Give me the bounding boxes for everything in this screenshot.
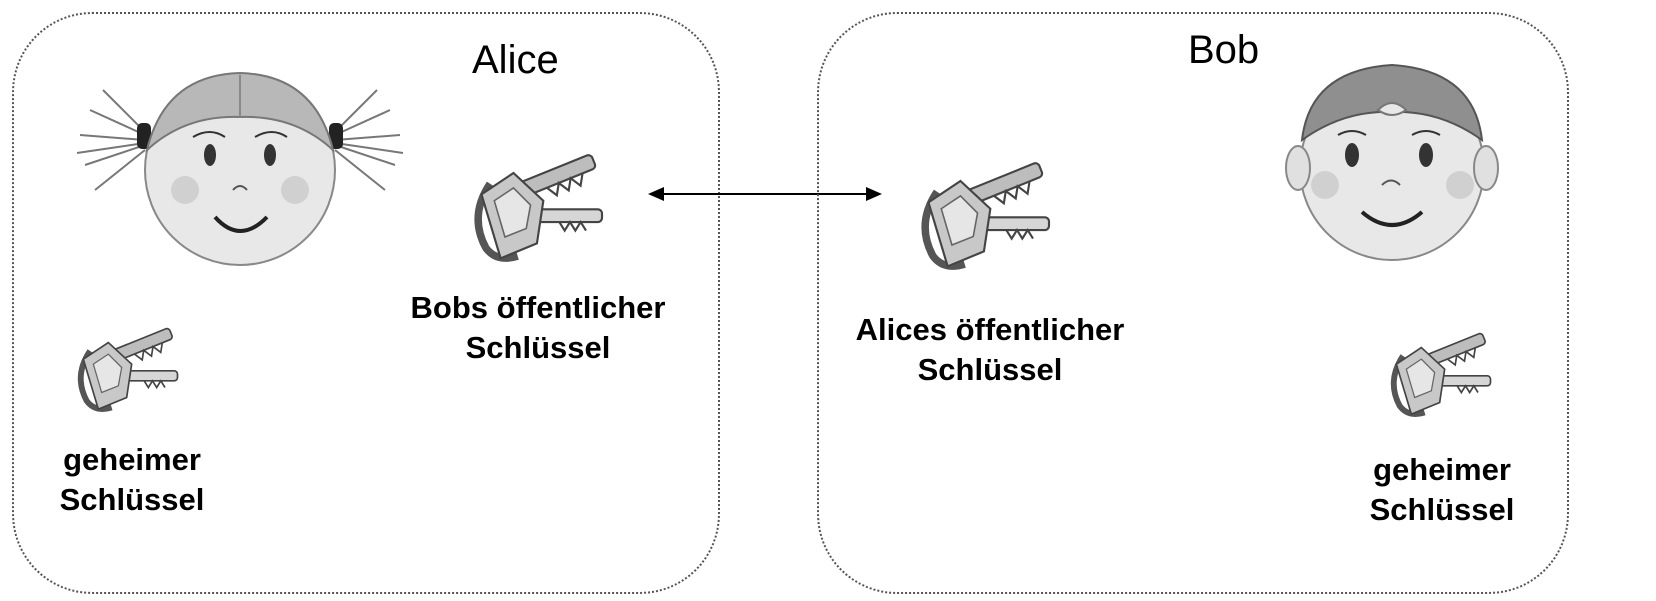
- alice-secret-key-label: geheimer Schlüssel: [59, 442, 205, 517]
- girl-face-icon: [76, 71, 404, 266]
- bob-secret-key-icon: [1378, 320, 1503, 425]
- bob-name: Bob: [1188, 28, 1260, 72]
- alice-panel: [12, 12, 720, 594]
- alices-public-key-label: Alices öffentlicher Schlüssel: [855, 312, 1125, 387]
- bob-panel: [817, 12, 1569, 594]
- bob-secret-key-label: geheimer Schlüssel: [1369, 452, 1515, 527]
- boy-face-icon: [1285, 63, 1499, 261]
- bobs-public-key-label: Bobs öffentlicher Schlüssel: [410, 290, 666, 365]
- alices-public-key-icon: [905, 148, 1065, 278]
- alice-name: Alice: [472, 38, 559, 82]
